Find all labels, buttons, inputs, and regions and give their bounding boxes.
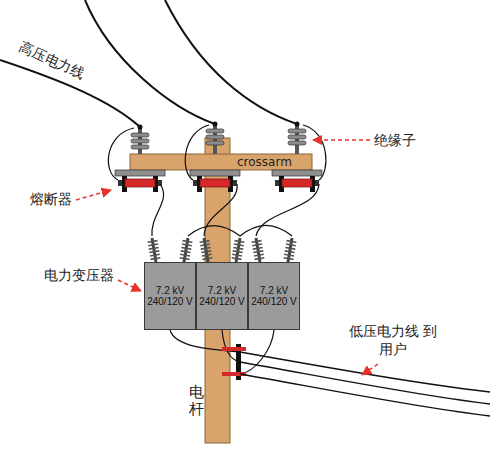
fuse-feed-wires: [108, 125, 326, 180]
transformer-box: 7.2 kV240/120 V: [144, 262, 196, 330]
bushings: [148, 238, 297, 262]
insulators: [131, 122, 306, 155]
fuses: [115, 170, 322, 192]
bushing-wires: [152, 184, 319, 236]
part-label: 熔断器: [30, 190, 72, 208]
part-label: crossarm: [237, 155, 292, 171]
transformer-box: 7.2 kV240/120 V: [248, 262, 300, 330]
transformer-rating: 240/120 V: [199, 296, 245, 308]
transformer-box: 7.2 kV240/120 V: [196, 262, 248, 330]
part-label: 电力变压器: [44, 266, 114, 284]
line-label: 低压电力线 到用户: [348, 322, 438, 358]
secondary-wires: [170, 330, 274, 374]
crossarm: [130, 154, 312, 170]
transformer-rating: 7.2 kV: [260, 285, 288, 297]
line-label: 高压电力线: [15, 36, 90, 84]
part-label: 绝缘子: [374, 131, 416, 149]
low-voltage-lines: [240, 352, 490, 416]
part-label: 电杆: [189, 384, 204, 417]
transformer-rating: 7.2 kV: [208, 285, 236, 297]
transformer-rating: 7.2 kV: [156, 285, 184, 297]
high-voltage-lines: [0, 0, 297, 127]
transformer-rating: 240/120 V: [147, 296, 193, 308]
transformer-rating: 240/120 V: [251, 296, 297, 308]
leader-arrows: [76, 140, 378, 375]
